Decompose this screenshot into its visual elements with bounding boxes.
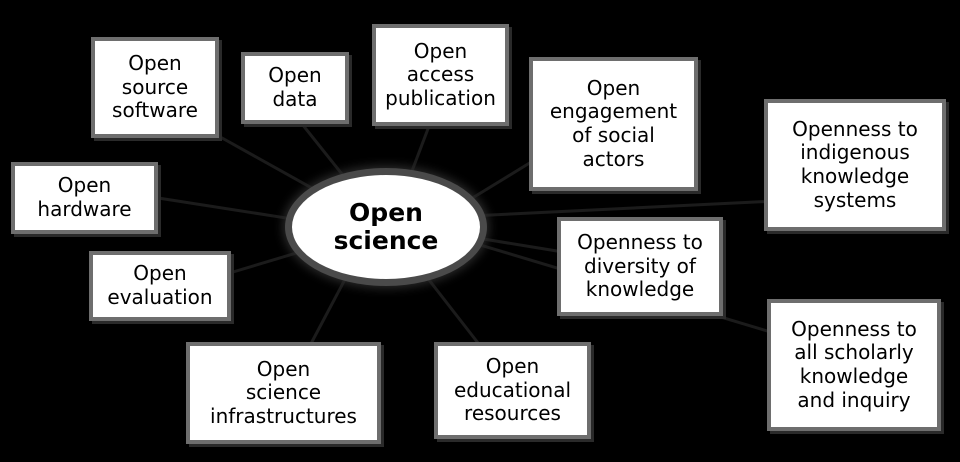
node-label: Open access publication bbox=[385, 38, 496, 110]
hub-open-science[interactable]: Open science bbox=[292, 175, 480, 279]
node-label: Open evaluation bbox=[107, 261, 213, 309]
node-label: Open science infrastructures bbox=[210, 356, 357, 428]
connector-line bbox=[154, 196, 297, 221]
connector-line bbox=[406, 122, 432, 183]
node-open-engagement-of-social-actors[interactable]: Open engagement of social actors bbox=[529, 57, 698, 191]
node-open-data[interactable]: Open data bbox=[241, 52, 349, 124]
connector-line bbox=[479, 200, 767, 217]
node-openness-to-indigenous-knowledge-systems[interactable]: Openness to indigenous knowledge systems bbox=[764, 99, 946, 231]
connector-line bbox=[473, 236, 561, 253]
node-open-evaluation[interactable]: Open evaluation bbox=[89, 251, 231, 321]
node-openness-to-diversity-of-knowledge[interactable]: Openness to diversity of knowledge bbox=[557, 217, 723, 316]
connector-line bbox=[213, 132, 319, 193]
node-label: Openness to all scholarly knowledge and … bbox=[791, 316, 917, 412]
node-label: Openness to diversity of knowledge bbox=[577, 230, 703, 302]
node-label: Open data bbox=[268, 63, 322, 111]
hub-label: Open science bbox=[333, 197, 439, 255]
node-open-access-publication[interactable]: Open access publication bbox=[372, 24, 509, 126]
node-label: Open educational resources bbox=[453, 354, 572, 426]
connector-line bbox=[308, 276, 348, 347]
node-label: Open engagement of social actors bbox=[549, 75, 678, 171]
node-openness-to-all-scholarly-knowledge-and-inquiry[interactable]: Openness to all scholarly knowledge and … bbox=[767, 299, 941, 431]
node-label: Openness to indigenous knowledge systems bbox=[792, 116, 918, 212]
node-open-science-infrastructures[interactable]: Open science infrastructures bbox=[186, 342, 381, 444]
node-open-source-software[interactable]: Open source software bbox=[91, 37, 219, 138]
node-label: Open hardware bbox=[37, 173, 132, 221]
node-label: Open source software bbox=[112, 51, 198, 123]
node-open-hardware[interactable]: Open hardware bbox=[11, 162, 158, 234]
connector-line bbox=[469, 160, 533, 201]
node-open-educational-resources[interactable]: Open educational resources bbox=[434, 342, 591, 439]
connector-line bbox=[422, 272, 482, 347]
connector-line bbox=[298, 120, 350, 183]
